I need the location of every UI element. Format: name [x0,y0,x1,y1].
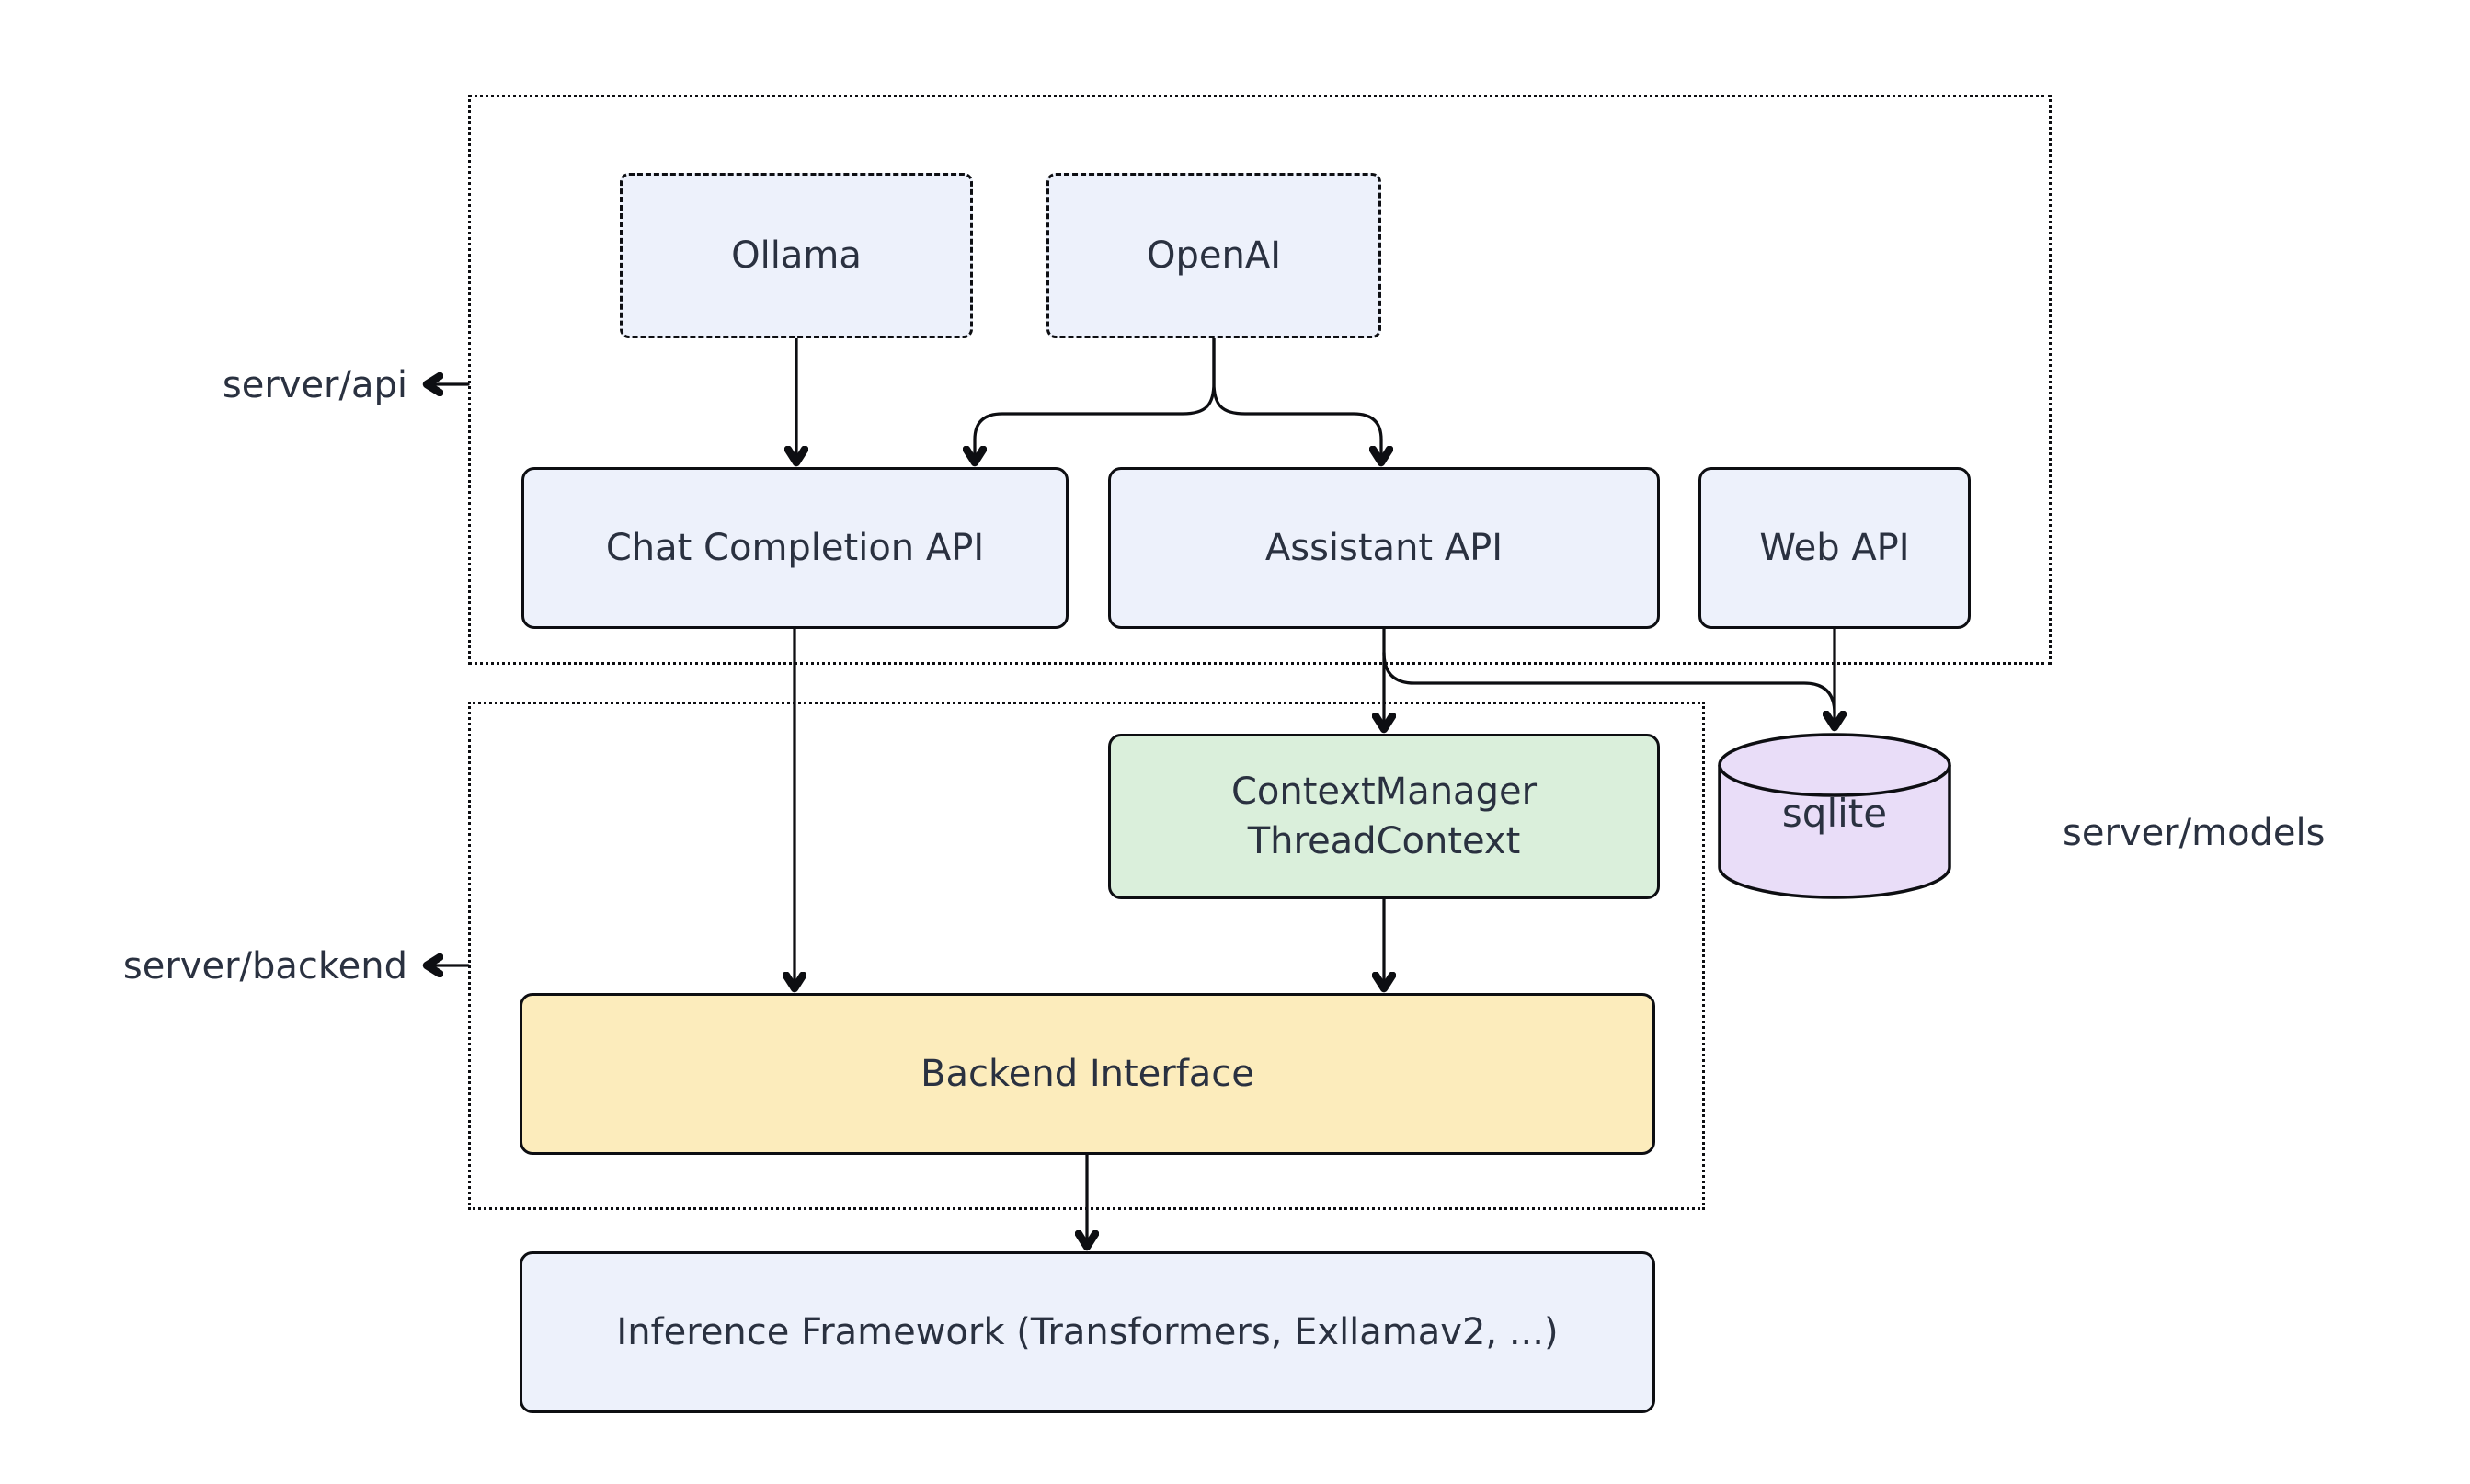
node-chat-completion-api: Chat Completion API [521,467,1069,629]
node-backend-interface: Backend Interface [520,993,1655,1155]
node-context-manager-line2: ThreadContext [1247,820,1521,862]
node-inference-framework-label: Inference Framework (Transformers, Exlla… [616,1311,1559,1353]
node-inference-framework: Inference Framework (Transformers, Exlla… [520,1251,1655,1413]
node-context-manager-line1: ContextManager [1230,771,1538,813]
label-server-models: server/models [2063,812,2326,854]
node-ollama: Ollama [620,173,973,338]
node-backend-interface-label: Backend Interface [921,1053,1254,1095]
node-web-api: Web API [1698,467,1971,629]
label-server-api: server/api [222,364,407,406]
node-openai: OpenAI [1046,173,1381,338]
node-ollama-label: Ollama [731,234,862,277]
node-sqlite-label: sqlite [1781,791,1888,836]
server-api-container [468,95,2052,665]
node-context-manager: ContextManager ThreadContext [1108,734,1660,899]
node-web-api-label: Web API [1759,527,1910,569]
node-assistant-api-label: Assistant API [1264,527,1504,569]
label-server-backend: server/backend [122,945,407,987]
node-openai-label: OpenAI [1147,234,1281,277]
node-assistant-api: Assistant API [1108,467,1660,629]
node-chat-completion-api-label: Chat Completion API [605,527,985,569]
node-sqlite: sqlite [1716,791,1953,836]
